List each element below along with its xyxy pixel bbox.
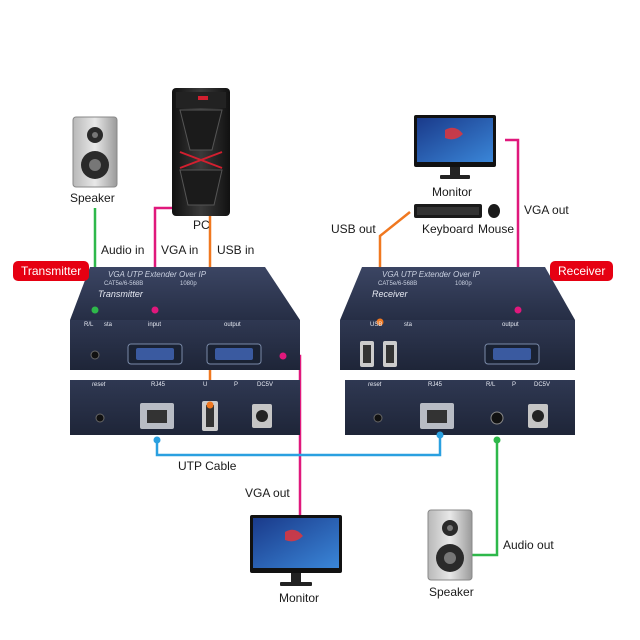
vga-in-label: VGA in xyxy=(161,243,199,257)
tx-port-output: output xyxy=(224,322,241,328)
rx-back-rj45: RJ45 xyxy=(428,382,443,388)
rx-back-rl: R/L xyxy=(486,382,496,388)
mouse-label: Mouse xyxy=(478,222,515,236)
pc-label: PC xyxy=(193,218,210,232)
dot-utp-left xyxy=(153,436,161,444)
speaker-top-icon xyxy=(72,116,118,188)
utp-cable xyxy=(155,435,442,457)
speaker-bottom-icon xyxy=(427,509,473,581)
keyboard-label: Keyboard xyxy=(422,222,474,236)
dot-utp-right xyxy=(436,431,444,439)
audio-out-label: Audio out xyxy=(503,538,554,552)
dot-audio-out xyxy=(493,436,501,444)
tx-back-p: P xyxy=(234,382,239,388)
rx-top-sub: CAT5e/6-568B xyxy=(378,281,418,287)
tx-port-rl: R/L xyxy=(84,322,94,328)
transmitter-back-unit xyxy=(70,380,300,435)
audio-out-cable xyxy=(470,440,499,557)
rx-port-usb: USB xyxy=(370,322,383,328)
rx-top-res: 1080p xyxy=(455,281,472,287)
dot-vga-out-left xyxy=(279,352,287,360)
monitor-bottom-icon xyxy=(250,515,342,586)
dot-usb-out xyxy=(376,318,384,326)
tx-port-sta: sta xyxy=(104,322,113,328)
receiver-back-unit xyxy=(345,380,575,435)
tx-port-input: input xyxy=(148,322,162,328)
speaker-top-label: Speaker xyxy=(70,191,115,205)
rx-port-sta: sta xyxy=(404,322,413,328)
rx-top-title: VGA UTP Extender Over IP xyxy=(382,270,481,279)
pc-tower-icon xyxy=(172,88,230,216)
tx-top-title: VGA UTP Extender Over IP xyxy=(108,270,207,279)
dot-vga-in xyxy=(151,306,159,314)
dot-audio-in xyxy=(91,306,99,314)
usb-out-label: USB out xyxy=(331,222,376,236)
rx-top-name: Receiver xyxy=(372,289,408,299)
tx-top-sub: CAT5e/6-568B xyxy=(104,281,144,287)
receiver-front-unit xyxy=(340,267,575,370)
utp-cable-label: UTP Cable xyxy=(178,459,237,473)
monitor-top-icon xyxy=(414,115,496,179)
tx-top-name: Transmitter xyxy=(98,289,143,299)
dot-usb-in xyxy=(206,401,214,409)
transmitter-tag: Transmitter xyxy=(13,261,90,281)
vga-out-right-label: VGA out xyxy=(524,203,569,217)
keyboard-icon xyxy=(414,204,482,218)
usb-in-label: USB in xyxy=(217,243,255,257)
rx-port-output: output xyxy=(502,322,519,328)
transmitter-front-unit xyxy=(70,267,300,370)
tx-top-res: 1080p xyxy=(180,281,197,287)
tx-back-u: U xyxy=(203,382,208,388)
mouse-icon xyxy=(488,204,500,218)
monitor-bottom-label: Monitor xyxy=(279,591,320,605)
rx-back-reset: reset xyxy=(368,382,382,388)
monitor-top-label: Monitor xyxy=(432,185,473,199)
tx-back-rj45: RJ45 xyxy=(151,382,166,388)
speaker-bottom-label: Speaker xyxy=(429,585,474,599)
tx-back-dc5v: DC5V xyxy=(257,382,274,388)
audio-in-label: Audio in xyxy=(101,243,145,257)
rx-back-p: P xyxy=(512,382,517,388)
rx-back-dc5v: DC5V xyxy=(534,382,551,388)
dot-vga-out-right xyxy=(514,306,522,314)
vga-out-cable-right xyxy=(505,138,520,310)
vga-out-left-label: VGA out xyxy=(245,486,290,500)
tx-back-reset: reset xyxy=(92,382,106,388)
receiver-tag: Receiver xyxy=(550,261,614,281)
